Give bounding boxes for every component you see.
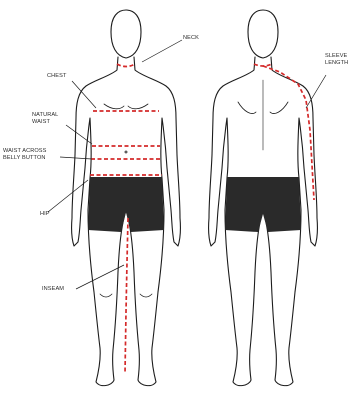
back-head: [248, 10, 278, 58]
neck-leader-line: [142, 40, 182, 62]
neck-label: NECK: [183, 35, 199, 42]
waist-belly-label: WAIST ACROSS BELLY BUTTON: [3, 148, 46, 161]
belly-waist-leader-line: [60, 157, 92, 159]
inseam-measure-line: [125, 218, 128, 374]
chest-label: CHEST: [47, 73, 66, 80]
hip-label: HIP: [40, 211, 50, 218]
neck-measure-line-front: [117, 64, 135, 67]
front-navel: [125, 151, 127, 153]
inseam-label: INSEAM: [42, 286, 64, 293]
back-shorts: [225, 177, 301, 232]
neck-measure-line-back: [254, 64, 272, 66]
front-head: [111, 10, 141, 58]
front-shorts: [88, 177, 164, 232]
inseam-leader-line: [76, 265, 124, 289]
front-chest-detail: [104, 104, 148, 109]
sleeve-length-label: SLEEVE LENGTH: [325, 53, 348, 66]
natural-waist-label: NATURAL WAIST: [32, 112, 58, 125]
sleeve-leader-line: [306, 75, 326, 108]
chest-leader-line: [72, 81, 96, 108]
